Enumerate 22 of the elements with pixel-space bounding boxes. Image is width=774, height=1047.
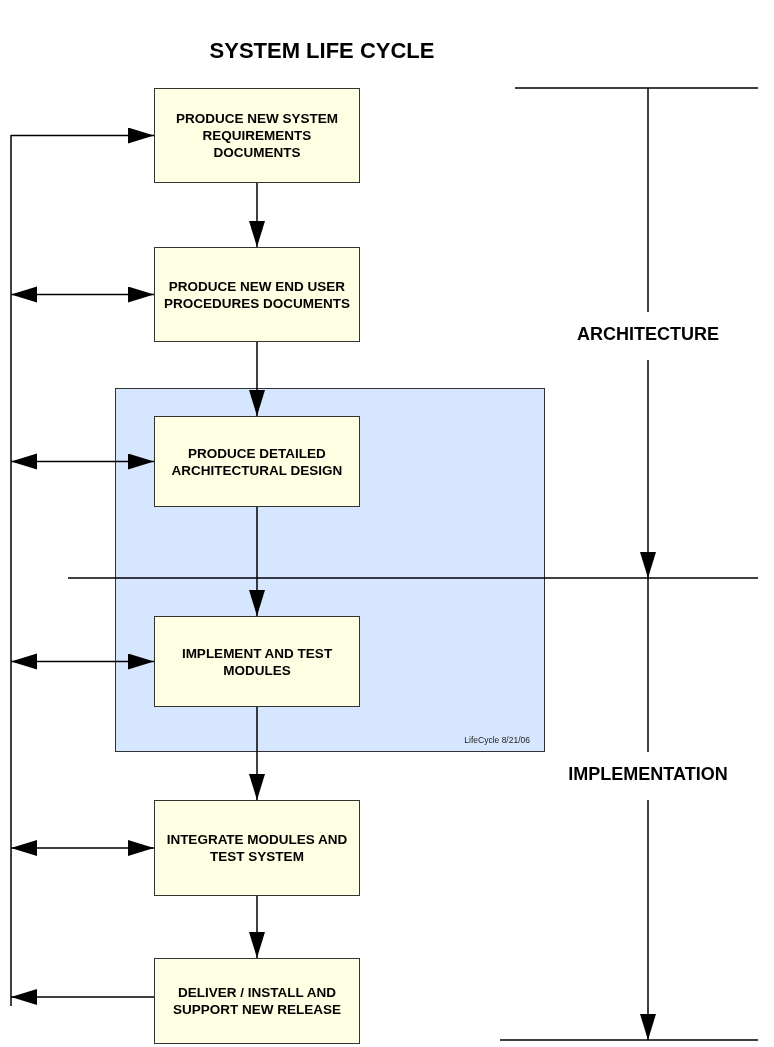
arrow [10,286,155,303]
arrow [249,895,265,959]
phase-panel [115,388,545,752]
process-box: INTEGRATE MODULES AND TEST SYSTEM [154,800,360,896]
process-box: IMPLEMENT AND TEST MODULES [154,616,360,707]
arrow [249,341,265,417]
revision-note: LifeCycle 8/21/06 [464,735,530,745]
arrow [249,506,265,617]
arrow [10,989,155,1005]
process-box: PRODUCE NEW END USER PROCEDURES DOCUMENTS [154,247,360,342]
process-box: DELIVER / INSTALL AND SUPPORT NEW RELEASE [154,958,360,1044]
process-box: PRODUCE DETAILED ARCHITECTURAL DESIGN [154,416,360,507]
process-box: PRODUCE NEW SYSTEM REQUIREMENTS DOCUMENTS [154,88,360,183]
arrow [249,706,265,801]
arrow [10,840,155,856]
arrow [10,127,155,144]
phase-label: ARCHITECTURE [577,324,719,345]
phase-label: IMPLEMENTATION [568,764,728,785]
arrow [249,182,265,248]
arrow [10,453,155,470]
diagram-title: SYSTEM LIFE CYCLE [208,38,436,64]
arrow [10,653,155,670]
